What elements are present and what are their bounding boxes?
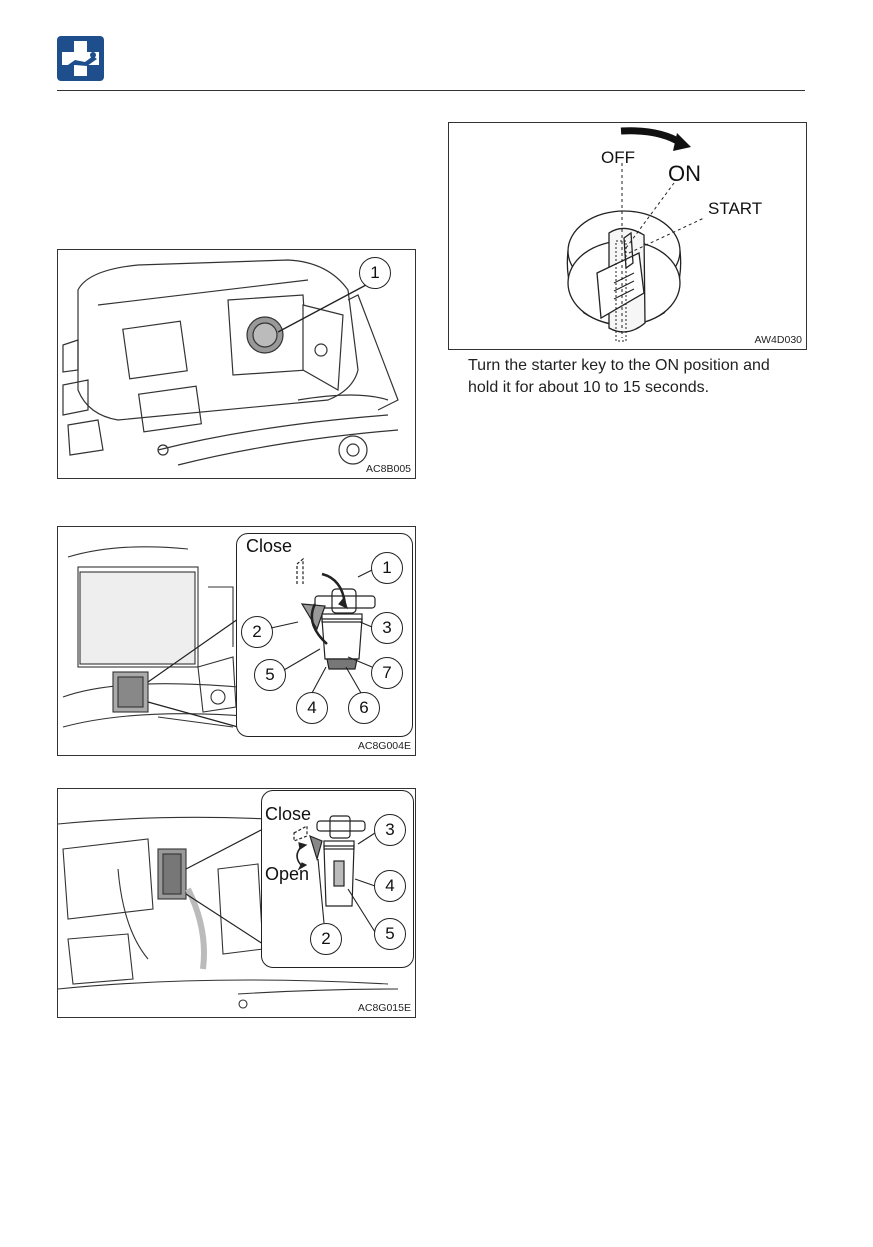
key-position-start: START [708,200,762,217]
callout-number: 1 [371,552,403,584]
figure-fuel-filter-open: Close Open 3 4 2 5 AC8G015E [57,788,416,1018]
figure-code: AC8G015E [358,1002,411,1014]
maintenance-logo-icon [57,36,104,81]
callout-number: 2 [241,616,273,648]
callout-number: 5 [254,659,286,691]
key-position-off: OFF [601,149,635,166]
close-label: Close [246,537,292,555]
instruction-text: Turn the starter key to the ON position … [468,355,813,399]
close-label: Close [265,805,311,823]
figure-starter-key: OFF ON START AW4D030 [448,122,807,350]
instruction-line: hold it for about 10 to 15 seconds. [468,377,813,399]
callout-number: 5 [374,918,406,950]
header-rule [57,90,805,91]
open-label: Open [265,865,309,883]
callout-number: 1 [359,257,391,289]
key-position-on: ON [668,163,701,185]
callout-number: 7 [371,657,403,689]
figure-code: AC8B005 [366,463,411,475]
callout-number: 6 [348,692,380,724]
callout-number: 2 [310,923,342,955]
figure-code: AC8G004E [358,740,411,752]
figure-fuel-cap: 1 AC8B005 [57,249,416,479]
fuel-cap-illustration [58,250,415,478]
callout-number: 4 [296,692,328,724]
figure-code: AW4D030 [755,334,802,346]
callout-number: 3 [374,814,406,846]
callout-number: 3 [371,612,403,644]
callout-number: 4 [374,870,406,902]
instruction-line: Turn the starter key to the ON position … [468,355,813,377]
figure-fuel-filter-close: Close 1 2 3 5 7 4 6 AC8G004E [57,526,416,756]
